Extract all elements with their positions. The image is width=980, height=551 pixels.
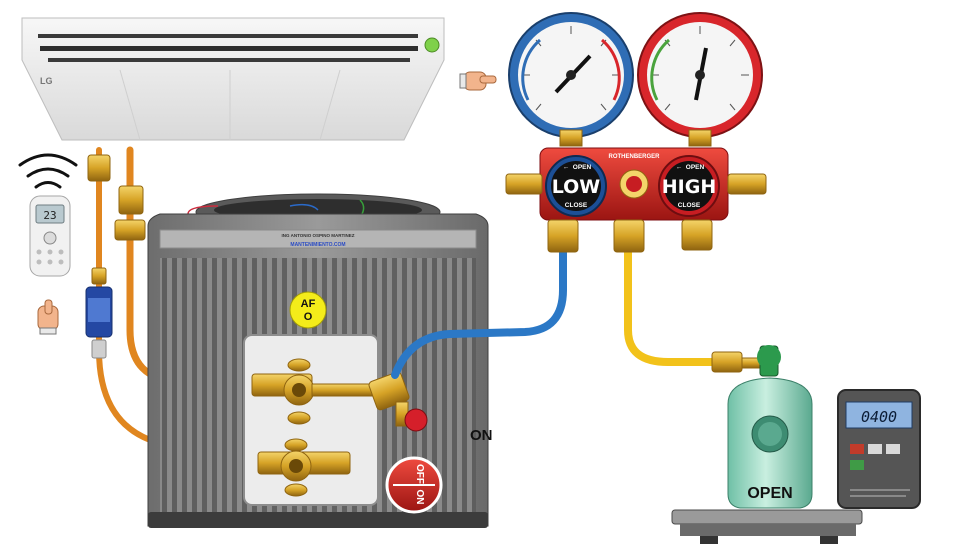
remote-control: 23 <box>18 153 78 277</box>
high-pressure-gauge <box>637 12 763 147</box>
liquid-service-valve[interactable] <box>257 438 351 497</box>
maker-line-2: MANTENIMIENTO.COM <box>290 242 345 248</box>
flare-nut-fittings <box>87 154 146 285</box>
scale-display-reading: 0400 <box>861 408 897 426</box>
low-knob-label: LOW <box>552 176 601 198</box>
switch-off-label: OFF <box>414 464 425 484</box>
wifi-signal-icon <box>18 153 78 189</box>
coupler-on-label: ON <box>470 427 493 444</box>
remote-display-temp: 23 <box>43 209 56 222</box>
indoor-brand-logo: LG <box>40 76 53 86</box>
indoor-unit: LG <box>21 17 445 141</box>
high-open-arrow-icon: ← <box>676 164 683 171</box>
tank-open-label: OPEN <box>747 485 792 502</box>
scale-keypad[interactable] <box>850 444 900 470</box>
digital-charging-scale: 0400 <box>671 389 921 544</box>
af-badge-line2: O <box>304 311 313 323</box>
low-open-label: OPEN <box>573 164 592 171</box>
yellow-service-hose <box>624 248 716 366</box>
hoses <box>391 248 716 379</box>
pointing-hand-icon <box>459 71 497 91</box>
high-side-knob[interactable]: OPEN HIGH CLOSE ← <box>658 155 720 217</box>
low-side-knob[interactable]: OPEN LOW CLOSE ← <box>545 155 607 217</box>
power-indicator-light <box>424 37 440 53</box>
af-badge: AF O <box>289 291 327 329</box>
high-knob-label: HIGH <box>662 176 716 198</box>
maker-line-1: ING ANTONIO OSPINO MARTINEZ <box>281 233 354 238</box>
coupler-red-knob[interactable] <box>404 408 428 432</box>
off-on-switch[interactable]: OFF ON <box>385 456 443 514</box>
refrigerant-tank: OPEN <box>711 345 813 509</box>
high-open-label: OPEN <box>686 164 705 171</box>
low-close-label: CLOSE <box>565 202 588 209</box>
low-open-arrow-icon: ← <box>563 164 570 171</box>
af-badge-line1: AF <box>301 298 316 310</box>
pointing-hand-icon <box>37 299 59 335</box>
filter-drier <box>85 286 113 359</box>
access-port-coupler[interactable] <box>368 371 428 432</box>
high-close-label: CLOSE <box>678 202 701 209</box>
blue-low-side-hose <box>391 248 567 379</box>
suction-service-valve[interactable] <box>251 358 373 425</box>
switch-on-label: ON <box>414 490 425 505</box>
manifold-gauge-set: ROTHENBERGER <box>505 12 767 253</box>
tank-valve-handwheel[interactable] <box>757 345 781 377</box>
low-pressure-gauge <box>508 12 634 147</box>
manifold-brand: ROTHENBERGER <box>608 154 660 160</box>
